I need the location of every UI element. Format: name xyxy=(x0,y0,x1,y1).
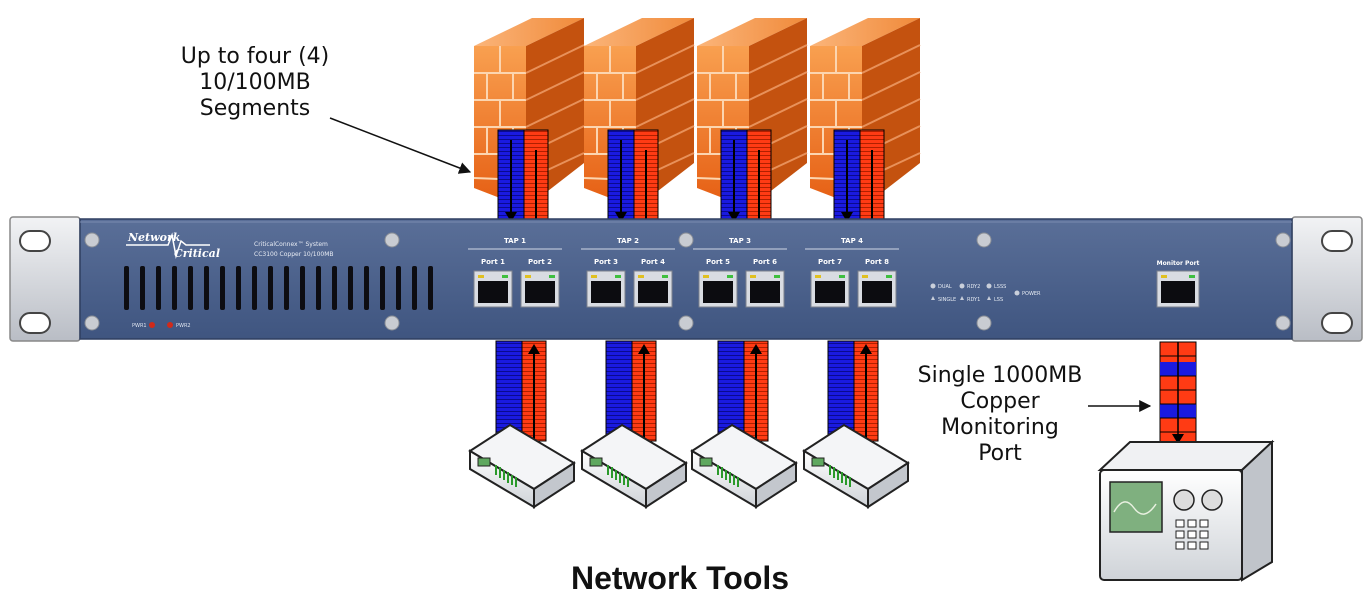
segment-cable-top xyxy=(720,129,772,223)
tap-label: TAP 1 xyxy=(504,237,526,245)
annotation-line: Single 1000MB xyxy=(917,363,1083,388)
network-tool-icon xyxy=(802,423,910,509)
pwr2-label: PWR2 xyxy=(176,323,191,329)
port-label: Port 3 xyxy=(594,258,618,266)
segment-cable-bottom xyxy=(827,340,879,442)
tap-group: TAP 1 Port 1 Port 2 xyxy=(468,237,562,308)
system-model: CC3100 Copper 10/100MB xyxy=(254,251,334,258)
status-led-cluster: DUAL SINGLE RDY2 RDY1 LSSS LSS POWER xyxy=(930,283,1041,303)
pwr1-label: PWR1 xyxy=(132,323,147,329)
brand-logo xyxy=(126,232,210,259)
segments-pointer-arrow xyxy=(329,117,472,174)
port-label: Port 4 xyxy=(641,258,665,266)
port-label: Port 2 xyxy=(528,258,552,266)
network-tool-icon xyxy=(468,423,576,509)
rj45-port[interactable] xyxy=(857,270,897,308)
led-label: DUAL xyxy=(938,284,952,290)
screw-icon xyxy=(84,232,1291,331)
tap-group: TAP 3 Port 5 Port 6 xyxy=(693,237,787,308)
segment-cable-bottom xyxy=(495,340,547,442)
vent-slots xyxy=(124,266,433,310)
rj45-port[interactable] xyxy=(810,270,850,308)
port-label: Port 5 xyxy=(706,258,730,266)
monitor-port-label: Monitor Port xyxy=(1157,260,1200,267)
network-tool-icon xyxy=(690,423,798,509)
led-label: LSS xyxy=(994,297,1003,303)
rj45-port[interactable] xyxy=(698,270,738,308)
annotation-line: 10/100MB xyxy=(199,70,311,95)
tap-group: TAP 2 Port 3 Port 4 xyxy=(581,237,675,308)
segment-cable-bottom xyxy=(717,340,769,442)
annotation-line: Monitoring xyxy=(941,415,1059,440)
rj45-port[interactable] xyxy=(520,270,560,308)
annotation-line: Up to four (4) xyxy=(180,44,330,69)
port-label: Port 6 xyxy=(753,258,777,266)
segments-annotation: Up to four (4) 10/100MB Segments xyxy=(150,44,360,122)
segment-cable-top xyxy=(607,129,659,223)
rj45-port[interactable] xyxy=(473,270,513,308)
pwr2-led xyxy=(167,322,173,328)
annotation-line: Port xyxy=(978,441,1022,466)
port-label: Port 1 xyxy=(481,258,505,266)
network-tool-icon xyxy=(580,423,688,509)
led-label: LSSS xyxy=(994,284,1006,290)
network-tap-diagram: Network Critical CriticalConnex™ System … xyxy=(9,18,1363,582)
brand-line1: Network xyxy=(127,231,181,244)
rj45-port[interactable] xyxy=(745,270,785,308)
rack-ear-left xyxy=(9,216,81,342)
power-led-label: POWER xyxy=(1022,291,1041,297)
segment-cable-top xyxy=(833,129,885,223)
segment-cable-bottom xyxy=(605,340,657,442)
pwr1-led xyxy=(149,322,155,328)
annotation-line: Segments xyxy=(199,96,311,121)
annotation-line: Copper xyxy=(960,389,1040,414)
led-label: RDY2 xyxy=(967,284,980,290)
monitor-rj45-port[interactable] xyxy=(1156,270,1200,308)
tap-label: TAP 2 xyxy=(617,237,639,245)
led-label: RDY1 xyxy=(967,297,980,303)
brand-line2: Critical xyxy=(174,247,220,260)
rack-ear-right xyxy=(1291,216,1363,342)
monitoring-analyzer-icon xyxy=(1097,439,1275,582)
network-tools-title: Network Tools xyxy=(570,560,790,596)
monitor-cable xyxy=(1159,341,1197,444)
tap-label: TAP 4 xyxy=(841,237,863,245)
port-label: Port 8 xyxy=(865,258,889,266)
rj45-port[interactable] xyxy=(633,270,673,308)
led-label: SINGLE xyxy=(938,297,956,303)
port-label: Port 7 xyxy=(818,258,842,266)
rj45-port[interactable] xyxy=(586,270,626,308)
tap-label: TAP 3 xyxy=(729,237,751,245)
segment-cable-top xyxy=(497,129,549,223)
monitor-annotation: Single 1000MB Copper Monitoring Port xyxy=(890,363,1110,467)
tap-group: TAP 4 Port 7 Port 8 xyxy=(805,237,899,308)
system-name: CriticalConnex™ System xyxy=(254,241,328,248)
